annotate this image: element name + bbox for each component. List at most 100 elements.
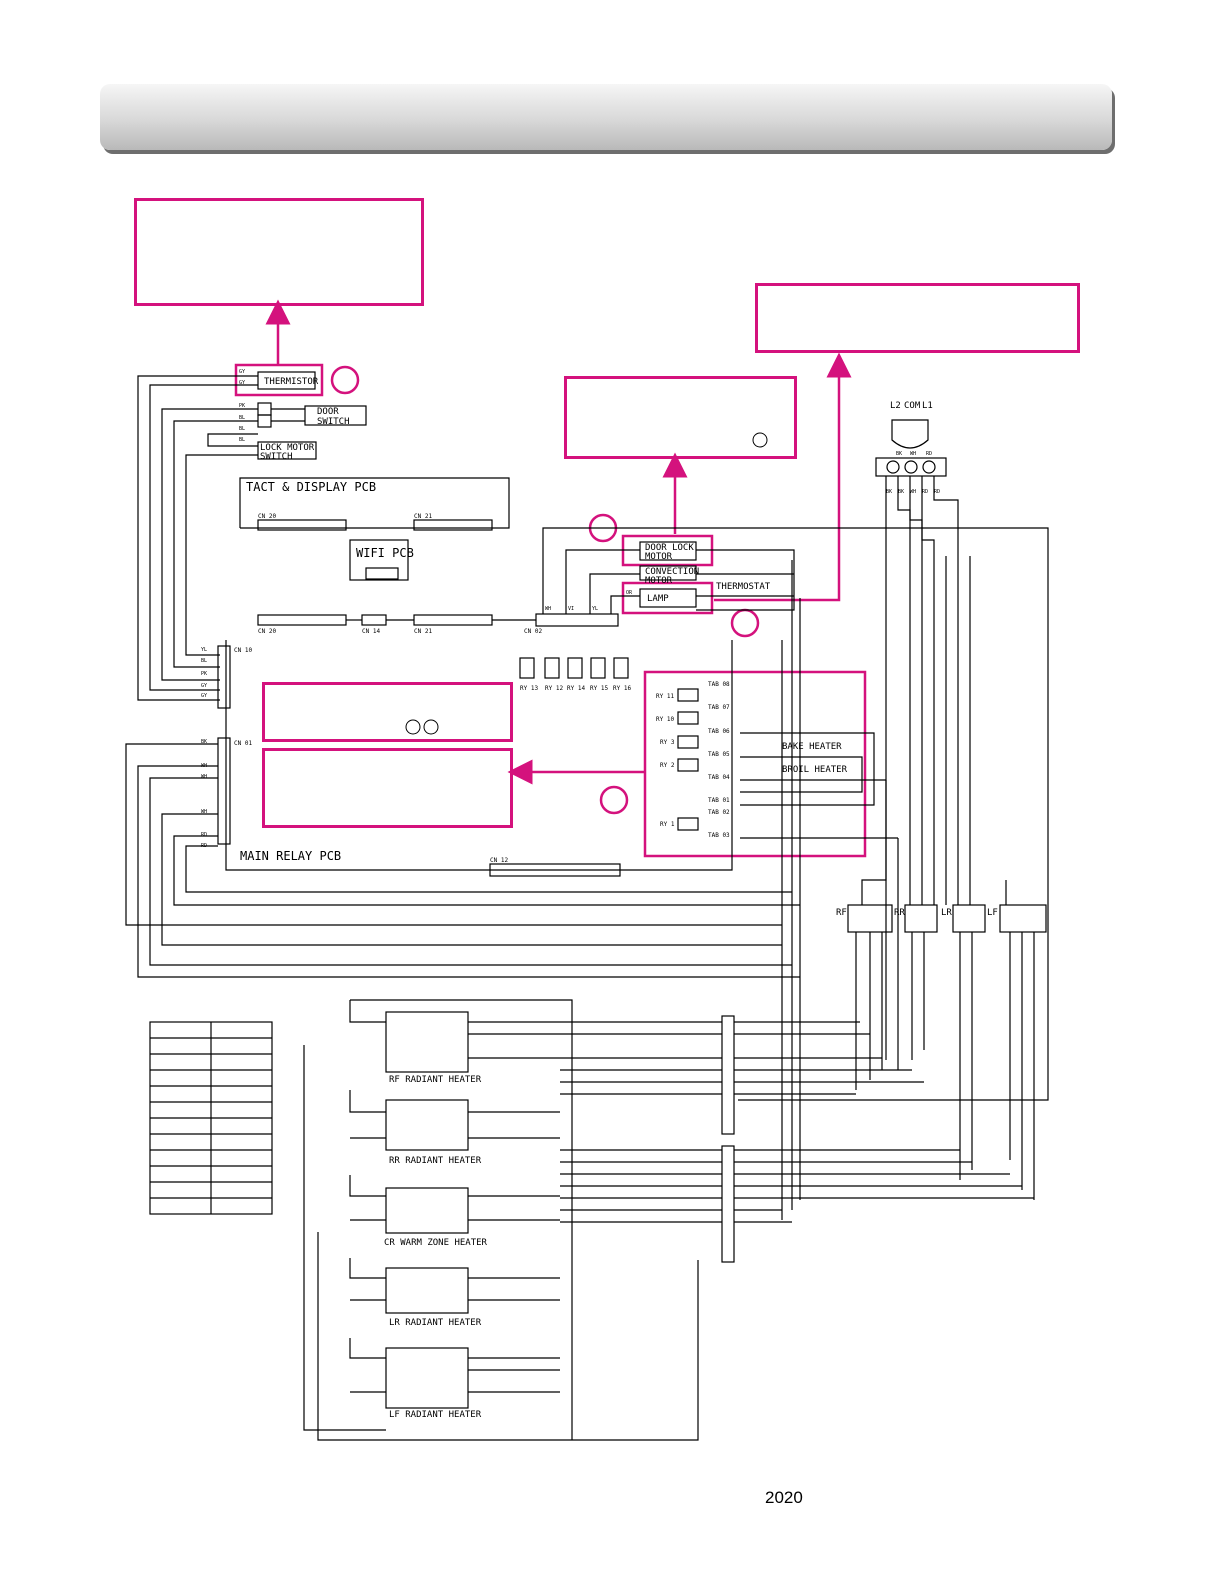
heater-labels: RF RADIANT HEATER RR RADIANT HEATER CR W… [384,1075,488,1420]
tab-label: TAB 05 [708,751,730,758]
wire-harness [125,371,1049,1441]
callout-thermostat-note [755,283,1080,353]
wire-label: BK [201,739,207,745]
cr-warm-zone-heater-label: CR WARM ZONE HEATER [384,1238,488,1248]
callout-note-circles [405,432,768,735]
connector-cn01: CN 01 [234,740,252,747]
door-switch-label-2: SWITCH [317,417,350,427]
broil-heater-label: BROIL HEATER [782,765,848,775]
wire-label: BL [239,437,245,443]
wire-label: YL [201,647,207,653]
wire-label: RD [201,843,207,849]
thermistor-label: THERMISTOR [264,377,319,387]
connector-cn20-bottom: CN 20 [258,628,276,635]
wire-label: PK [239,403,245,409]
wire-label: GY [201,693,207,699]
callout-thermistor-note [134,198,424,306]
connector-cn02: CN 02 [524,628,542,635]
rf-radiant-heater-label: RF RADIANT HEATER [389,1075,482,1085]
callout-door-lock-note [564,376,797,459]
tab-label: TAB 02 [708,809,730,816]
wire-label: BK [898,489,904,495]
main-relay-pcb-label: MAIN RELAY PCB [240,849,341,863]
large-labels: TACT & DISPLAY PCB WIFI PCB MAIN RELAY P… [240,480,414,863]
convection-motor-label-2: MOTOR [645,576,673,586]
relay-label: RY 11 [656,693,674,700]
lock-motor-switch-label-2: SWITCH [260,452,293,462]
wire-label: WH [910,451,916,457]
relay-label: RY 2 [660,762,675,769]
relay-label: RY 12 [545,685,563,692]
relay-label: RY 15 [590,685,608,692]
wire-label: GY [201,683,207,689]
wire-label: RD [926,451,932,457]
tact-display-pcb-label: TACT & DISPLAY PCB [246,480,376,494]
lf-radiant-heater-label: LF RADIANT HEATER [389,1410,482,1420]
relay-label: RY 3 [660,739,675,746]
section-header-bar [100,84,1112,150]
tab-label: TAB 01 [708,797,730,804]
callout-relay-note-bottom [262,748,513,828]
relay-labels: RY 13 RY 12 RY 14 RY 15 RY 16 RY 11 RY 1… [520,681,730,839]
power-terminal-l2: L2 [890,401,901,411]
callout-arrows [234,299,867,858]
relay-label: RY 1 [660,821,675,828]
wire-color-labels: GY GY PK BL BL BL YL BL PK GY GY BK WH W… [201,369,940,849]
wire-label: WH [201,763,207,769]
wire-label: BL [239,426,245,432]
connector-cn21-bottom: CN 21 [414,628,432,635]
lamp-label: LAMP [647,594,669,604]
wire-label: RD [922,489,928,495]
switch-label-rr: RR [894,908,905,918]
wire-label: GY [239,369,245,375]
wire-label: WH [545,606,551,612]
wire-label: WH [910,489,916,495]
relay-label: RY 14 [567,685,585,692]
wire-label: YL [592,606,598,612]
convection-motor-label-1: CONVECTION [645,567,699,577]
power-terminal-com: COM [904,401,921,411]
tab-label: TAB 04 [708,774,730,781]
connector-cn12: CN 12 [490,857,508,864]
lr-radiant-heater-label: LR RADIANT HEATER [389,1318,482,1328]
wire-label: OR [626,590,633,596]
wire-label: WH [201,774,207,780]
wire-label: RD [201,832,207,838]
wire-label: PK [201,671,207,677]
wire-label: BL [201,658,207,664]
relay-label: RY 16 [613,685,631,692]
wire-label: GY [239,380,245,386]
tab-label: TAB 07 [708,704,730,711]
switch-label-lr: LR [941,908,952,918]
tab-label: TAB 08 [708,681,730,688]
wire-label: WH [201,809,207,815]
switch-label-rf: RF [836,908,847,918]
door-switch-label-1: DOOR [317,407,339,417]
tab-label: TAB 06 [708,728,730,735]
wire-label: BK [896,451,902,457]
door-lock-motor-label-2: MOTOR [645,552,673,562]
switch-label-lf: LF [987,908,998,918]
lock-motor-switch-label-1: LOCK MOTOR [260,443,315,453]
relay-label: RY 10 [656,716,674,723]
thermostat-label: THERMOSTAT [716,582,771,592]
rr-radiant-heater-label: RR RADIANT HEATER [389,1156,482,1166]
wifi-pcb-label: WIFI PCB [356,546,414,560]
wire-label: RD [934,489,940,495]
door-lock-motor-label-1: DOOR LOCK [645,543,694,553]
tab-label: TAB 03 [708,832,730,839]
wire-label: BK [886,489,892,495]
bake-heater-label: BAKE HEATER [782,742,842,752]
wire-label: BL [239,415,245,421]
connector-cn14: CN 14 [362,628,380,635]
page-number: 2020 [765,1488,803,1507]
component-labels: THERMISTOR DOOR SWITCH LOCK MOTOR SWITCH… [234,377,998,918]
connector-cn10: CN 10 [234,647,252,654]
power-terminal-l1: L1 [922,401,933,411]
callout-relay-note-top [262,682,513,742]
connector-cn21-top: CN 21 [414,513,432,520]
connector-cn20-top: CN 20 [258,513,276,520]
wire-label: VI [568,606,574,612]
relay-label: RY 13 [520,685,538,692]
